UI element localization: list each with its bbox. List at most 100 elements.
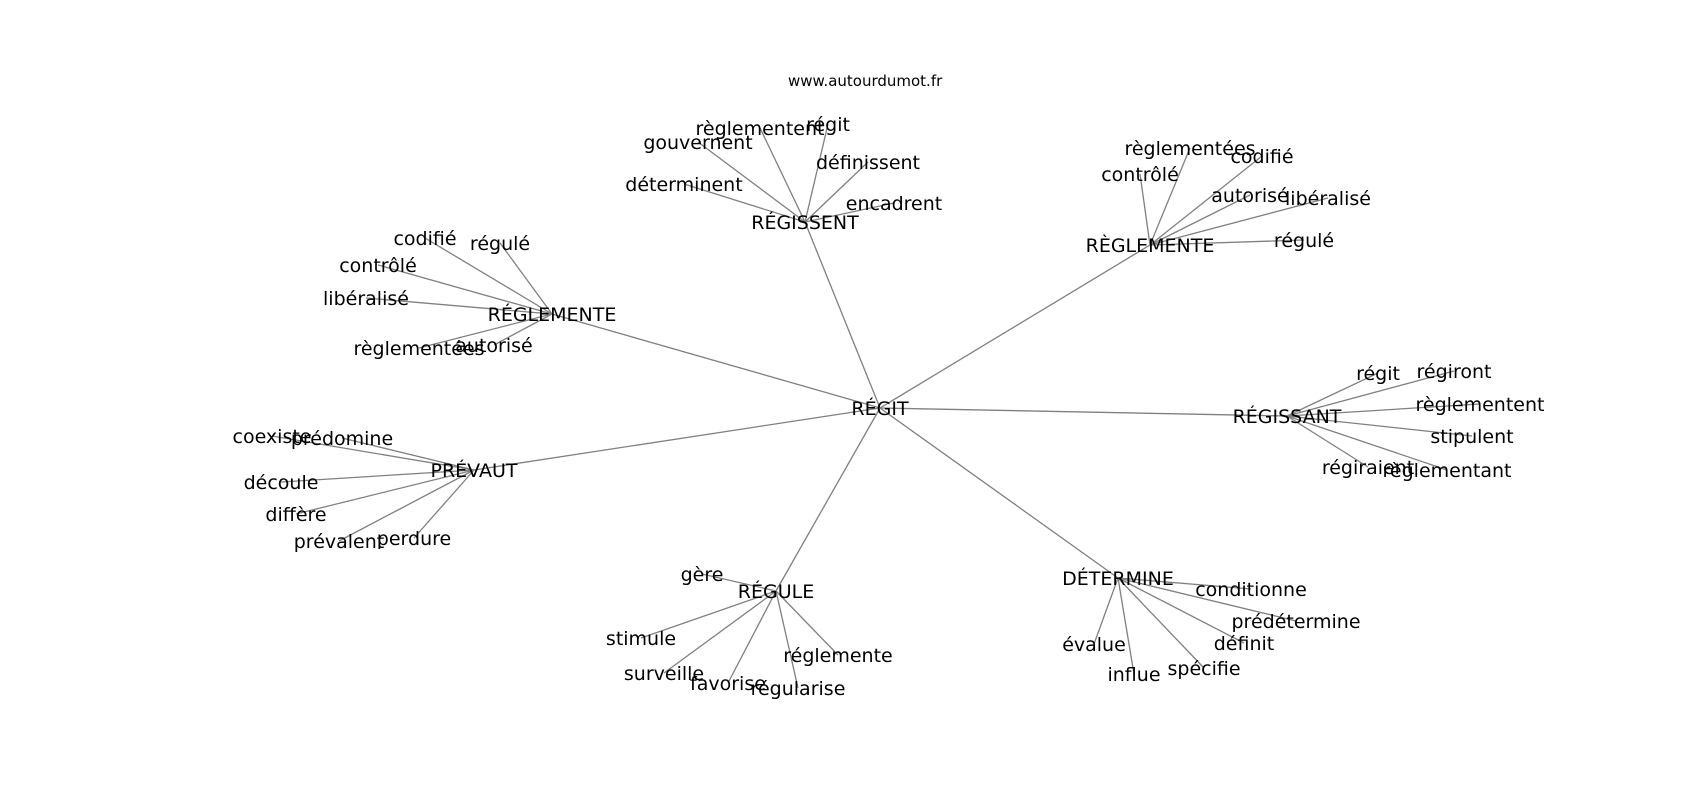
edge-hub-to-leaf	[1149, 194, 1251, 246]
edge-hub-to-leaf	[493, 313, 553, 346]
leaf-node: gère	[681, 564, 724, 586]
leaf-node: définit	[1214, 633, 1275, 655]
leaf-node: codifié	[1230, 146, 1293, 168]
hub-node: RÉGISSANT	[1233, 405, 1342, 428]
edges	[271, 123, 1481, 689]
labels: RÉGITRÉGISSENTrèglemententrégitgouvernen…	[233, 114, 1545, 700]
edge-center-to-hub	[473, 407, 881, 471]
hub-node: RÉGULE	[738, 580, 814, 603]
edge-hub-to-leaf	[413, 469, 475, 539]
leaf-node: influe	[1107, 664, 1160, 686]
leaf-node: spécifie	[1167, 658, 1240, 680]
hub-node: DÉTERMINE	[1062, 567, 1174, 590]
edge-hub-to-leaf	[701, 573, 777, 592]
edge-hub-to-leaf	[280, 469, 475, 483]
leaf-node: perdure	[377, 528, 451, 550]
edge-hub-to-leaf	[338, 469, 475, 542]
edge-center-to-hub	[879, 407, 1119, 579]
leaf-node: prévalent	[294, 531, 385, 553]
leaf-node: régiront	[1417, 361, 1492, 383]
edge-hub-to-leaf	[271, 435, 475, 471]
edge-hub-to-leaf	[1286, 403, 1481, 417]
edge-hub-to-leaf	[1286, 415, 1448, 471]
leaf-node: diffère	[265, 504, 326, 526]
leaf-node: régularise	[751, 678, 846, 700]
leaf-node: déterminent	[625, 174, 742, 196]
edge-hub-to-leaf	[1117, 577, 1245, 644]
leaf-node: autorisé	[1211, 185, 1288, 207]
leaf-node: contrôlé	[1101, 164, 1179, 186]
leaf-node: prédomine	[291, 428, 393, 450]
edge-hub-to-leaf	[1149, 197, 1329, 246]
leaf-node: définissent	[816, 152, 920, 174]
edge-hub-to-leaf	[1286, 370, 1455, 417]
edge-hub-to-leaf	[697, 141, 806, 223]
edge-hub-to-leaf	[775, 590, 839, 656]
edge-hub-to-leaf	[1093, 577, 1119, 645]
leaf-node: régulé	[1274, 230, 1334, 252]
leaf-node: prédétermine	[1231, 611, 1360, 633]
edge-hub-to-leaf	[1139, 173, 1151, 246]
leaf-node: autorisé	[455, 335, 532, 357]
hub-node: PRÉVAUT	[431, 459, 518, 482]
edge-center-to-hub	[551, 313, 881, 409]
leaf-node: encadrent	[846, 193, 942, 215]
edge-hub-to-leaf	[804, 202, 895, 223]
edge-center-to-hub	[879, 407, 1288, 417]
edge-hub-to-leaf	[759, 127, 806, 223]
hub-node: RÉGISSENT	[751, 211, 859, 234]
leaf-node: coexiste	[233, 426, 312, 448]
leaf-node: règlementant	[1383, 460, 1512, 482]
leaf-node: règlementées	[353, 338, 484, 360]
leaf-node: codifié	[393, 228, 456, 250]
edge-hub-to-leaf	[1149, 155, 1263, 246]
hub-node: RÈGLEMENTE	[1086, 234, 1215, 257]
leaf-node: règlementent	[1416, 394, 1545, 416]
edge-hub-to-leaf	[804, 123, 829, 223]
leaf-node: découle	[244, 472, 319, 494]
edge-hub-to-leaf	[1117, 577, 1252, 590]
edge-hub-to-leaf	[1286, 415, 1473, 437]
leaf-node: favorise	[690, 673, 766, 695]
leaf-node: gouvernent	[643, 132, 752, 154]
leaf-node: régiraient	[1322, 457, 1414, 479]
leaf-node: réglemente	[783, 645, 893, 667]
edge-hub-to-leaf	[683, 183, 806, 223]
leaf-node: régit	[1356, 363, 1400, 385]
edge-hub-to-leaf	[341, 437, 475, 471]
edge-hub-to-leaf	[663, 590, 777, 674]
leaf-node: règlementées	[1124, 138, 1255, 160]
edge-hub-to-leaf	[1117, 577, 1205, 669]
edge-hub-to-leaf	[365, 297, 553, 315]
edge-hub-to-leaf	[775, 590, 799, 689]
edge-center-to-hub	[775, 407, 881, 592]
edge-hub-to-leaf	[640, 590, 777, 639]
leaf-node: libéralisé	[1285, 188, 1371, 210]
leaf-node: libéralisé	[323, 288, 409, 310]
edge-hub-to-leaf	[377, 264, 553, 315]
edge-hub-to-leaf	[1286, 372, 1379, 417]
hub-node: RÉGLEMENTE	[488, 303, 617, 326]
edge-hub-to-leaf	[1149, 239, 1305, 246]
edge-hub-to-leaf	[1286, 415, 1369, 468]
edge-hub-to-leaf	[1117, 577, 1135, 675]
leaf-node: contrôlé	[339, 255, 417, 277]
edge-hub-to-leaf	[424, 237, 553, 315]
edge-hub-to-leaf	[1149, 147, 1191, 246]
leaf-node: stimule	[606, 628, 676, 650]
edge-hub-to-leaf	[1117, 577, 1297, 622]
leaf-node: stipulent	[1430, 426, 1513, 448]
edge-hub-to-leaf	[499, 242, 553, 315]
watermark: www.autourdumot.fr	[788, 72, 943, 90]
edge-center-to-hub	[879, 244, 1151, 409]
leaf-node: régit	[806, 114, 850, 136]
edge-hub-to-leaf	[295, 469, 475, 515]
leaf-node: règlementent	[696, 118, 825, 140]
edge-hub-to-leaf	[804, 161, 869, 223]
leaf-node: surveille	[624, 663, 704, 685]
edge-hub-to-leaf	[727, 590, 777, 684]
leaf-node: conditionne	[1195, 579, 1307, 601]
edge-hub-to-leaf	[418, 313, 553, 349]
leaf-node: régulé	[470, 233, 530, 255]
